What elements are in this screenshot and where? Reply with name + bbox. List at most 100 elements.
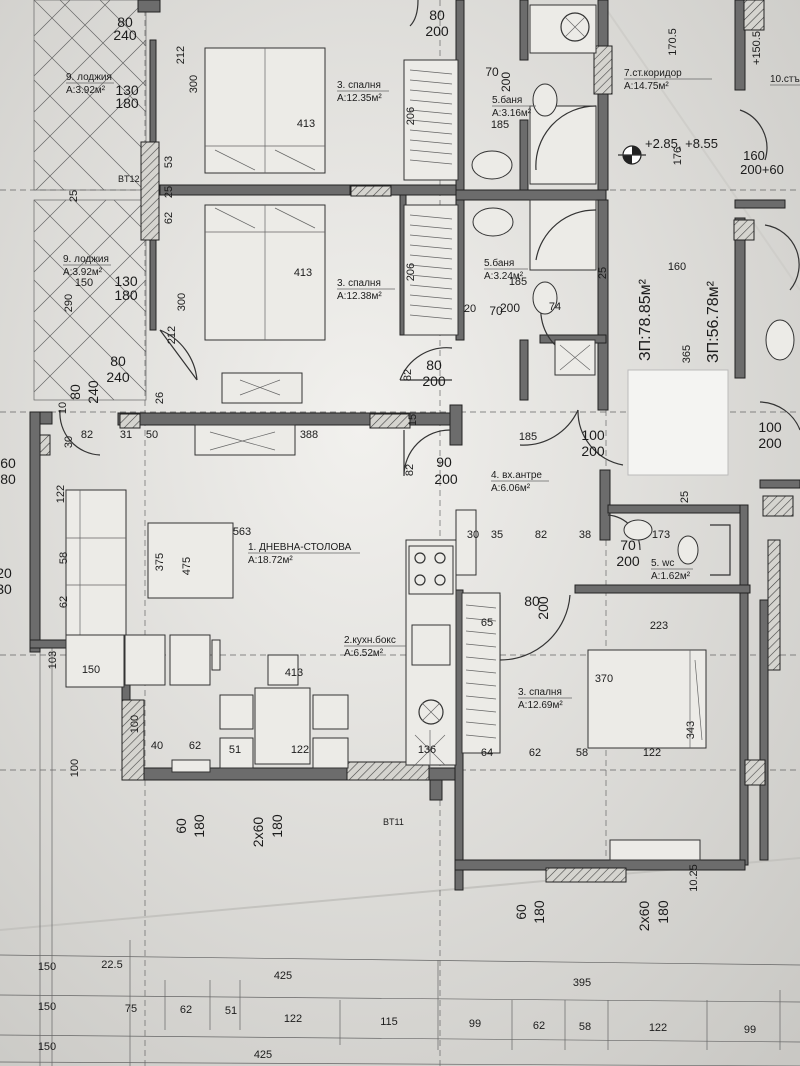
pasted-label bbox=[627, 369, 729, 476]
dimension-label: 212 bbox=[175, 46, 187, 64]
dimension-label: 475 bbox=[181, 557, 193, 575]
dimension-label: 180 bbox=[269, 814, 285, 838]
dimension-label: 103 bbox=[47, 651, 59, 669]
room-area: A:6.52м² bbox=[344, 648, 384, 659]
room-name: 10.стълбищ bbox=[770, 73, 800, 85]
room-area: A:3.16м² bbox=[492, 108, 532, 119]
dimension-label: 180 bbox=[191, 814, 207, 838]
dimension-label: 80 bbox=[524, 593, 540, 609]
dimension-label: 240 bbox=[106, 369, 130, 385]
room-label-corridor-right: 10.стълбищ bbox=[770, 73, 800, 86]
dimension-label: 99 bbox=[469, 1018, 481, 1030]
dimension-label: 115 bbox=[380, 1016, 398, 1028]
dimension-label: 80 bbox=[67, 384, 83, 400]
dimension-label: 122 bbox=[643, 747, 661, 759]
dimension-label: 80 bbox=[429, 7, 445, 23]
room-area: A:3.24м² bbox=[484, 271, 524, 282]
dimension-label: 206 bbox=[405, 263, 417, 281]
dimension-label: 100 bbox=[581, 427, 605, 443]
room-name: 5.баня bbox=[492, 94, 522, 106]
kitchen-counter bbox=[405, 509, 477, 770]
dimension-label: 80 bbox=[110, 353, 126, 369]
dimension-label: 15 bbox=[407, 414, 419, 426]
dimension-label: 58 bbox=[576, 747, 588, 759]
dimension-label: 30 bbox=[467, 529, 479, 541]
dimension-label: 136 bbox=[418, 744, 436, 756]
dimension-label: 388 bbox=[300, 429, 318, 441]
room-name: 5.баня bbox=[484, 257, 514, 269]
dimension-label: 200 bbox=[434, 471, 458, 487]
room-name: 5. wc bbox=[651, 558, 674, 569]
dimension-label: 99 bbox=[744, 1024, 756, 1036]
dimension-label: 25 bbox=[679, 491, 691, 503]
dimension-label: 160 bbox=[668, 261, 686, 273]
dimension-label: 62 bbox=[163, 212, 175, 224]
dimension-label: 180 bbox=[114, 287, 138, 303]
level-mark-symbol bbox=[618, 145, 646, 165]
dimension-label: 206 bbox=[405, 107, 417, 125]
dimension-label: 82 bbox=[404, 464, 416, 476]
door-swings bbox=[59, 0, 800, 661]
dimension-label: 173 bbox=[652, 529, 670, 541]
dimension-label: 200 bbox=[581, 443, 605, 459]
dimension-label: 122 bbox=[284, 1013, 302, 1025]
dimension-label: 185 bbox=[509, 276, 527, 288]
room-name: 2.кухн.бокс bbox=[344, 634, 396, 646]
level-mark-text: +2.85, +8.55 bbox=[645, 136, 718, 151]
dimension-label: 150 bbox=[38, 1001, 56, 1013]
dimension-label: 212 bbox=[166, 326, 178, 344]
dimension-label: 25 bbox=[163, 186, 175, 198]
dimension-label: 185 bbox=[519, 431, 537, 443]
masonry-blocks bbox=[39, 0, 794, 883]
dimension-label: 51 bbox=[225, 1005, 237, 1017]
dimension-label: 176 bbox=[672, 147, 684, 165]
dimension-label: 413 bbox=[285, 667, 303, 679]
gross-area-label: ЗП:56.78м² bbox=[705, 280, 722, 363]
dimension-label: 60 bbox=[173, 818, 189, 834]
dimension-label: 35 bbox=[491, 529, 503, 541]
dimension-label: 30 bbox=[63, 436, 75, 448]
dimension-label: 200 bbox=[425, 23, 449, 39]
dimension-label: 40 bbox=[151, 740, 163, 752]
dimension-label: 50 bbox=[146, 429, 158, 441]
dimension-label: 122 bbox=[55, 485, 67, 503]
dimension-label: 10.25 bbox=[688, 864, 700, 892]
living-furniture bbox=[65, 489, 349, 773]
dimension-label: 62 bbox=[180, 1004, 192, 1016]
room-name: 7.ст.коридор bbox=[624, 68, 682, 79]
dimension-label: 75 bbox=[125, 1003, 137, 1015]
dimension-label: 58 bbox=[579, 1021, 591, 1033]
dimension-label: 31 bbox=[120, 429, 132, 441]
dimension-label: 240 bbox=[113, 27, 137, 43]
dimension-label: 82 bbox=[81, 429, 93, 441]
dimension-label: 290 bbox=[63, 294, 75, 312]
dimension-label: 74 bbox=[549, 301, 561, 313]
dimension-label: 160 bbox=[743, 148, 765, 163]
dimension-label: 185 bbox=[491, 119, 509, 131]
dimension-label: 80 bbox=[0, 471, 16, 487]
dimension-label: 64 bbox=[481, 747, 493, 759]
dimension-label: 80 bbox=[426, 357, 442, 373]
dimension-label: 130 bbox=[114, 273, 138, 289]
room-name: 9. лоджия bbox=[66, 72, 112, 83]
gross-area-label: ЗП:78.85м² bbox=[637, 278, 654, 361]
dimension-label: 30 bbox=[0, 581, 12, 597]
room-name: 3. спалня bbox=[337, 80, 381, 91]
wall-type-tag: BT12 bbox=[118, 174, 140, 184]
room-name: 9. лоджия bbox=[63, 254, 109, 265]
room-area: A:3.92м² bbox=[63, 267, 103, 278]
dimension-label: 300 bbox=[188, 75, 200, 93]
dimension-label: 10 bbox=[57, 402, 69, 414]
dimension-label: 180 bbox=[115, 95, 139, 111]
room-area: A:12.69м² bbox=[518, 700, 563, 711]
dimension-label: 375 bbox=[154, 553, 166, 571]
